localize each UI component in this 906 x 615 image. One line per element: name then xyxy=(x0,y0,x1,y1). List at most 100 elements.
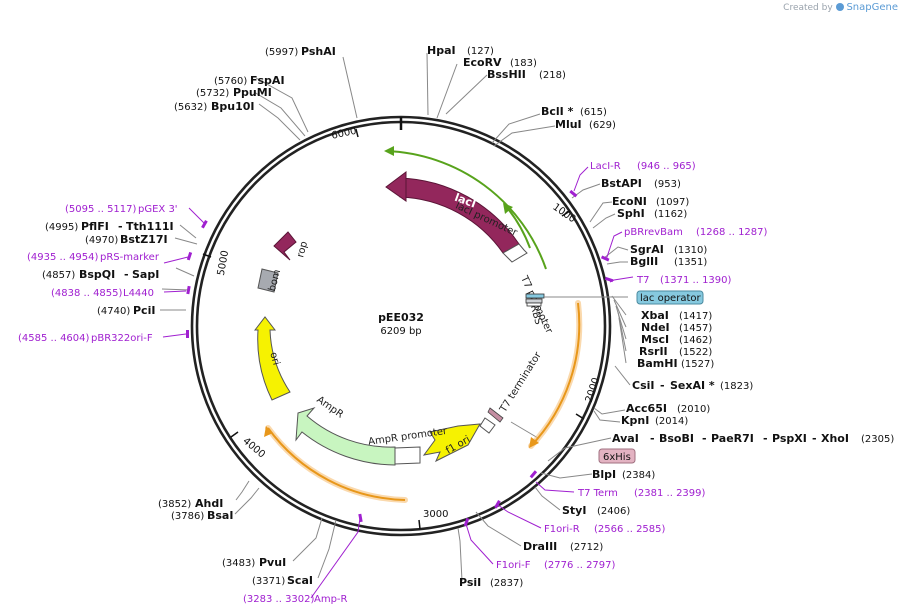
site-pos-xbai: (1417) xyxy=(679,311,712,322)
primer-range-l4440: (4838 .. 4855) xyxy=(51,288,123,299)
site-name-bsshii: BssHII xyxy=(487,68,526,81)
site-pos-msci: (1462) xyxy=(679,335,712,346)
site-name-econi: EcoNI xyxy=(612,195,647,208)
orange-arc-right-arrowhead xyxy=(529,437,539,448)
site-pos-bsai: (3786) xyxy=(171,511,204,522)
primer-mark-t7 xyxy=(604,276,614,283)
site-pos-ahdi: (3852) xyxy=(158,499,191,510)
site-pos-draiii: (2712) xyxy=(570,542,603,553)
site-name-avai: AvaI xyxy=(612,432,639,445)
site-sep-avai-2: - xyxy=(702,432,707,445)
site-pos-bpu10i: (5632) xyxy=(174,102,207,113)
site-name-ahdi: AhdI xyxy=(195,497,223,510)
primer-range-prs-marker: (4935 .. 4954) xyxy=(27,252,99,263)
site-pos-bcli: (615) xyxy=(580,107,607,118)
site-name-rsrii: RsrII xyxy=(639,345,668,358)
lac-operator-label: lac operator xyxy=(640,293,701,304)
laci-r-green-arc xyxy=(385,150,547,270)
feature-label-rop: rop xyxy=(295,240,310,259)
primer-range-pbrrevbam: (1268 .. 1287) xyxy=(696,227,768,238)
snapgene-logo-icon xyxy=(835,3,844,11)
site-name-draiii: DraIII xyxy=(523,540,557,553)
primer-name-t7: T7 xyxy=(636,275,649,286)
primer-mark-t7term xyxy=(529,470,538,479)
primer-mark-pgex3 xyxy=(201,220,208,229)
primer-name-t7term: T7 Term xyxy=(577,488,618,499)
primer-name-f1ori-f: F1ori-F xyxy=(496,560,531,571)
ampr-promoter-glyph xyxy=(394,446,421,465)
site-pos-bspqi: (4857) xyxy=(42,270,75,281)
primer-name-pgex3: pGEX 3' xyxy=(138,204,178,215)
site-name-bstapi: BstAPI xyxy=(601,177,642,190)
primer-marks xyxy=(186,189,614,527)
feature-label-ori: ori xyxy=(267,351,281,366)
laci-arrowhead xyxy=(385,171,407,202)
primer-name-laci-r: LacI-R xyxy=(590,161,621,172)
site-name-bsobi: BsoBI xyxy=(659,432,694,445)
site-pos-bamhi: (1527) xyxy=(681,359,714,370)
primer-range-amp-r: (3283 .. 3302) xyxy=(243,594,315,605)
primer-range-pgex3: (5095 .. 5117) xyxy=(65,204,137,215)
tick-label-6000: 6000 xyxy=(330,126,357,142)
site-name-sapi: SapI xyxy=(132,268,159,281)
site-name-scai: ScaI xyxy=(287,574,313,587)
primer-mark-pbrrevbam xyxy=(600,255,610,262)
site-name-pvui: PvuI xyxy=(259,556,286,569)
site-pos-pshai: (5997) xyxy=(265,47,298,58)
site-pos-ppumi: (5732) xyxy=(196,88,229,99)
primer-mark-amp-r xyxy=(358,513,363,523)
primer-mark-f1ori-r xyxy=(494,500,501,509)
orange-arc-right xyxy=(530,302,581,447)
rop-arrow xyxy=(273,231,297,261)
site-name-sphi: SphI xyxy=(617,207,645,220)
orange-arc-left xyxy=(267,427,406,501)
site-pos-blpi: (2384) xyxy=(622,470,655,481)
primer-range-t7: (1371 .. 1390) xyxy=(660,275,732,286)
laci-arrow xyxy=(399,177,520,254)
orange-arc-left-arrowhead xyxy=(264,426,273,437)
site-name-psii: PsiI xyxy=(459,576,481,589)
site-name-msci: MscI xyxy=(641,333,669,346)
site-name-styi: StyI xyxy=(562,504,586,517)
site-pos-pvui: (3483) xyxy=(222,558,255,569)
site-pos-fspai: (5760) xyxy=(214,76,247,87)
leader-lines xyxy=(160,52,631,582)
feature-label-t7-terminator: T7 terminator xyxy=(498,350,545,416)
site-pos-ndei: (1457) xyxy=(679,323,712,334)
primer-name-f1ori-r: F1ori-R xyxy=(544,524,580,535)
site-pos-rsrii: (1522) xyxy=(679,347,712,358)
site-name-bglii: BglII xyxy=(630,255,658,268)
site-name-tth111i: Tth111I xyxy=(126,220,174,233)
primer-mark-prs-marker xyxy=(186,251,193,261)
site-pos-styi: (2406) xyxy=(597,506,630,517)
site-name-ppumi: PpuMI xyxy=(233,86,272,99)
site-name-sexai: SexAI * xyxy=(670,379,715,392)
site-name-bamhi: BamHI xyxy=(637,357,678,370)
t7-promoter-glyph xyxy=(526,302,542,307)
site-pos-bstapi: (953) xyxy=(654,179,681,190)
plasmid-name: pEE032 xyxy=(378,311,424,324)
primer-range-f1ori-r: (2566 .. 2585) xyxy=(594,524,666,535)
primer-leader-lines xyxy=(162,166,634,599)
site-name-pcii: PciI xyxy=(133,304,155,317)
f1-ori-promoter-glyph xyxy=(479,417,496,434)
site-pos-kpni: (2014) xyxy=(655,416,688,427)
his6-label: 6xHis xyxy=(603,452,631,463)
lac-operator-glyph xyxy=(525,293,545,299)
primer-range-f1ori-f: (2776 .. 2797) xyxy=(544,560,616,571)
site-name-bcli: BclI * xyxy=(541,105,574,118)
site-pos-sphi: (1162) xyxy=(654,209,687,220)
site-pos-bstz17i: (4970) xyxy=(85,235,118,246)
site-sep-csii: - xyxy=(660,379,665,392)
site-name-csii: CsiI xyxy=(632,379,654,392)
primer-mark-laci-r xyxy=(569,189,578,198)
primer-name-pbr322ori-f: pBR322ori-F xyxy=(91,333,153,344)
site-name-pspxi: PspXI xyxy=(772,432,807,445)
feature-label-rbs: RBS xyxy=(528,304,544,326)
laci-promoter-arrow xyxy=(502,243,528,263)
site-sep-avai-3: - xyxy=(763,432,768,445)
site-name-blpi: BlpI xyxy=(592,468,616,481)
primer-range-laci-r: (946 .. 965) xyxy=(637,161,696,172)
tick-marks xyxy=(202,128,585,530)
